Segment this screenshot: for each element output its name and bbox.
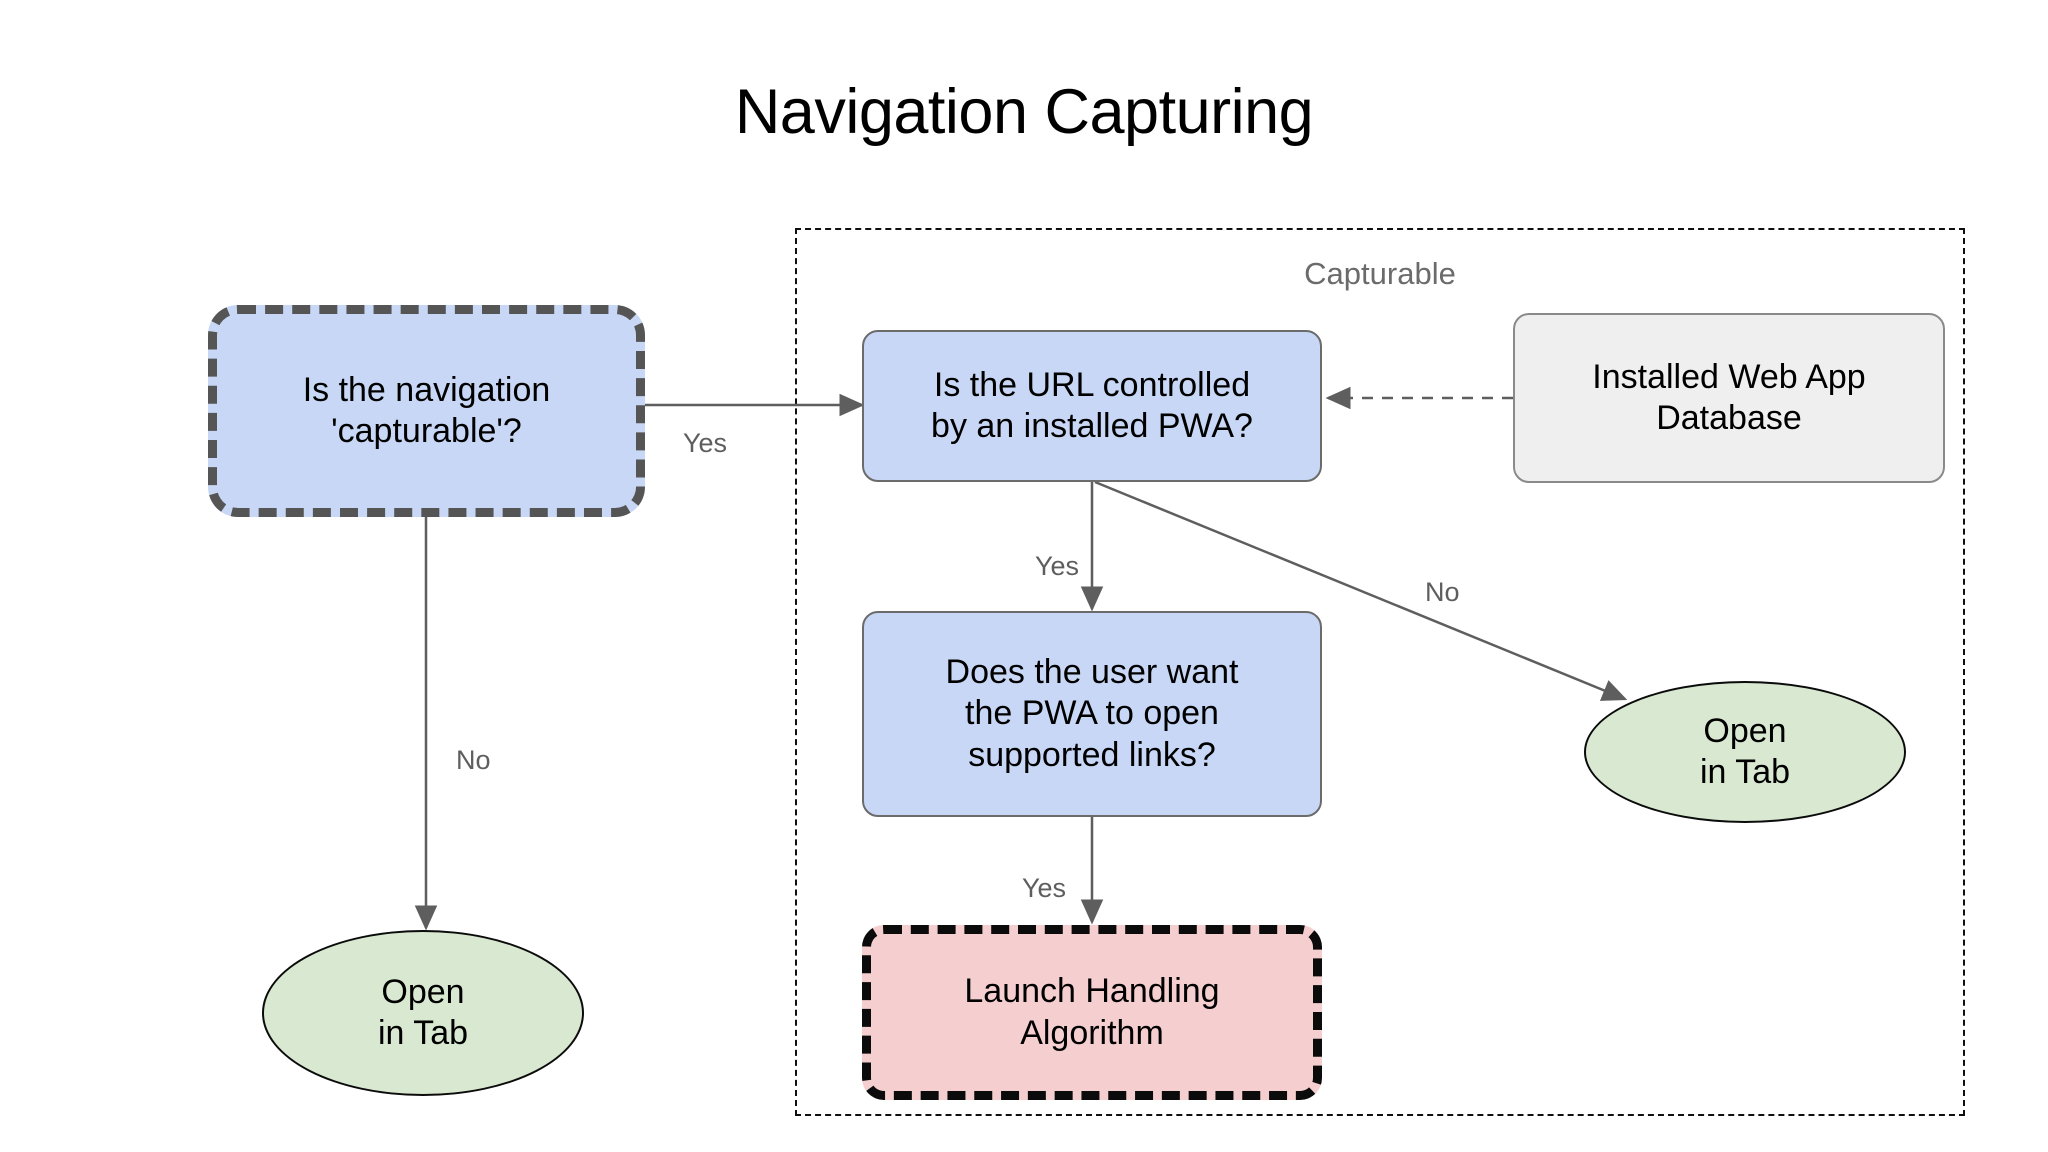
node-is-navigation-capturable[interactable]: Is the navigation 'capturable'? (208, 305, 645, 517)
node-label: Does the user want the PWA to open suppo… (945, 652, 1239, 774)
node-is-url-controlled-by-pwa[interactable]: Is the URL controlled by an installed PW… (862, 330, 1322, 482)
edge-label-capturable-yes: Yes (683, 428, 728, 458)
node-label: Open in Tab (377, 972, 469, 1052)
node-label: Open in Tab (1699, 711, 1791, 791)
edge-label-want-yes: Yes (1022, 873, 1067, 903)
node-open-in-tab-right[interactable]: Open in Tab (1584, 681, 1906, 823)
edge-label-url-no: No (1425, 577, 1460, 607)
node-label: Is the navigation 'capturable'? (302, 370, 551, 450)
node-launch-handling-algorithm[interactable]: Launch Handling Algorithm (862, 925, 1322, 1100)
page-title: Navigation Capturing (734, 77, 1314, 147)
capturable-group-label: Capturable (1304, 256, 1456, 291)
edge-label-url-yes: Yes (1035, 551, 1080, 581)
capturable-group-container (795, 228, 1965, 1116)
node-installed-web-app-database[interactable]: Installed Web App Database (1513, 313, 1945, 483)
node-does-user-want-pwa-open-links[interactable]: Does the user want the PWA to open suppo… (862, 611, 1322, 817)
node-label: Installed Web App Database (1592, 357, 1866, 437)
node-label: Launch Handling Algorithm (964, 972, 1220, 1052)
node-open-in-tab-left[interactable]: Open in Tab (262, 930, 584, 1096)
edge-label-capturable-no: No (456, 745, 491, 775)
node-label: Is the URL controlled by an installed PW… (931, 365, 1253, 445)
